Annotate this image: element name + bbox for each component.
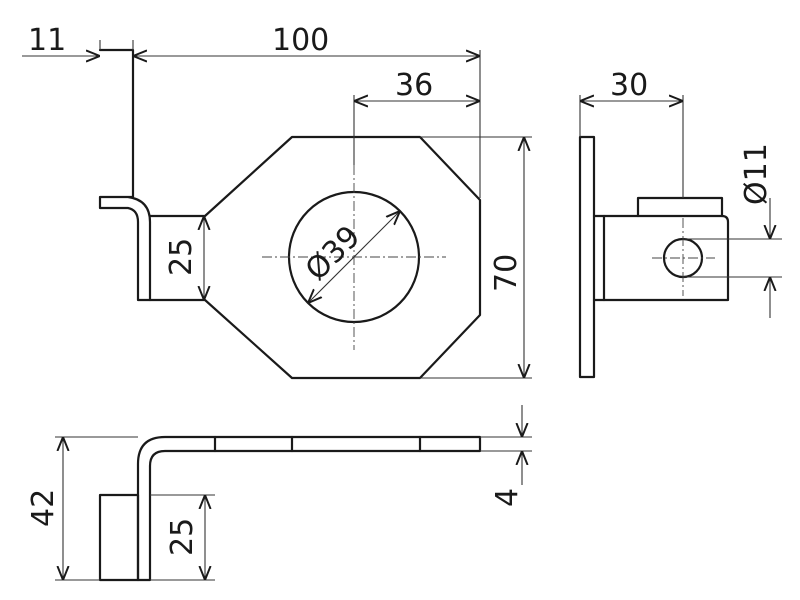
- dim-4-label: 4: [490, 488, 525, 507]
- dim-11-dia-label: Ø11: [739, 143, 774, 205]
- top-lower-tab: [98, 493, 140, 582]
- dim-30-label: 30: [610, 68, 648, 103]
- dim-11-label: 11: [28, 23, 66, 58]
- side-flange-top: [636, 196, 724, 218]
- top-view: [98, 435, 482, 582]
- dim-42-label: 42: [26, 489, 61, 527]
- dim-lower-tab-height: 25: [150, 494, 215, 581]
- dim-overall-length: 100: [133, 23, 481, 198]
- side-view: [578, 135, 730, 379]
- dim-25-neck-label: 25: [164, 238, 199, 276]
- top-bent-strip: [136, 435, 482, 582]
- dim-neck-width: 25: [164, 216, 204, 300]
- dim-side-offset: 30: [579, 68, 684, 198]
- front-plate-outline: [148, 135, 482, 380]
- dim-36-label: 36: [395, 68, 433, 103]
- dim-70-label: 70: [489, 254, 524, 292]
- dim-total-height: 42: [26, 436, 138, 581]
- dim-plate-thickness: 4: [480, 405, 532, 507]
- dim-hole-offset: 36: [353, 68, 480, 165]
- dim-100-label: 100: [272, 23, 329, 58]
- dim-plate-height: 70: [420, 136, 532, 379]
- dim-small-hole-diameter: Ø11: [683, 143, 782, 318]
- dim-39-label: Ø39: [299, 219, 367, 287]
- side-plate: [578, 135, 596, 379]
- front-flange: [98, 48, 152, 302]
- dim-25-tab-label: 25: [165, 518, 200, 556]
- dim-flange-thickness: 11: [22, 23, 134, 58]
